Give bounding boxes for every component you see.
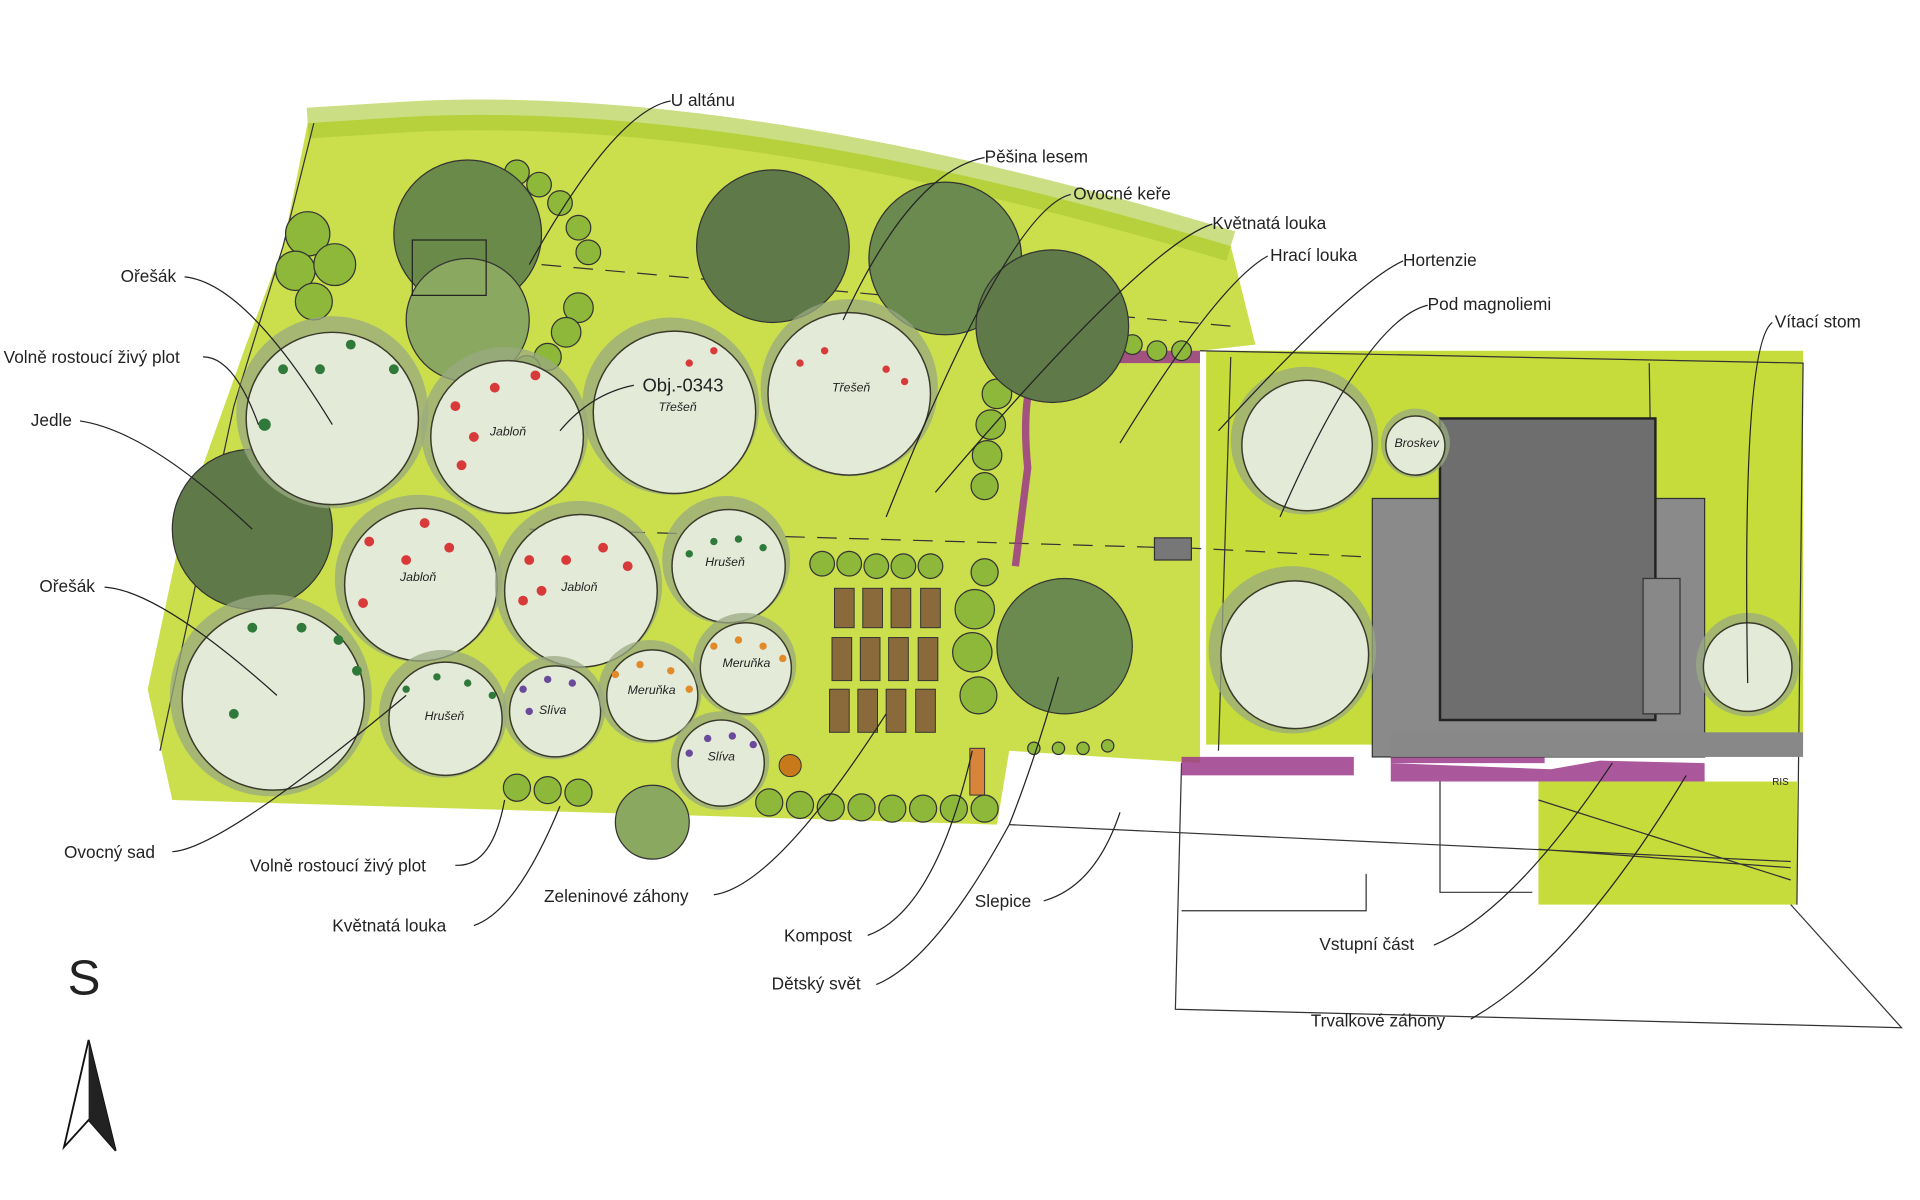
tree-label-jablon: Jabloň	[489, 425, 526, 439]
tree-label-broskev: Broskev	[1394, 436, 1439, 450]
tree-label-jablon: Jabloň	[560, 580, 597, 594]
tree-label-sliva: Slíva	[708, 750, 735, 764]
tree-label-merunka: Meruňka	[628, 683, 676, 697]
label-detsky-svet: Dětský svět	[772, 974, 861, 994]
tree-label-hrusen: Hrušeň	[705, 555, 745, 569]
tree-labels: Jabloň Třešeň Třešeň Jabloň Jabloň Hruše…	[399, 380, 1789, 788]
label-vitaci-strom: Vítací stom	[1775, 311, 1861, 331]
label-kvetnata-louka: Květnatá louka	[1212, 213, 1326, 233]
label-trvalkove-zahony: Trvalkové záhony	[1311, 1010, 1446, 1030]
north-label: S	[68, 950, 101, 1005]
vegetable-beds	[778, 587, 986, 796]
area-labels: U altánu Pěšina lesem Ovocné keře Května…	[4, 90, 1861, 1031]
label-oresak: Ořešák	[121, 266, 177, 286]
label-kompost: Kompost	[784, 926, 852, 946]
label-ovocne-kere: Ovocné keře	[1073, 183, 1171, 203]
label-hraci-louka: Hrací louka	[1270, 245, 1358, 265]
label-u-altanu: U altánu	[671, 90, 735, 110]
label-pesina-lesem: Pěšina lesem	[985, 146, 1088, 166]
tree-label-sliva: Slíva	[539, 703, 566, 717]
tree-label-hrusen: Hrušeň	[425, 709, 465, 723]
north-arrow: S	[62, 950, 117, 1152]
label-kvetnata-louka: Květnatá louka	[332, 916, 446, 936]
ris-label: RIS	[1772, 777, 1789, 788]
label-pod-magnoliemi: Pod magnoliemi	[1428, 294, 1551, 314]
tree-label-merunka: Meruňka	[722, 656, 770, 670]
tree-label-tresen: Třešeň	[832, 380, 870, 394]
label-oresak: Ořešák	[39, 576, 95, 596]
label-vstupni-cast: Vstupní část	[1319, 934, 1414, 954]
tree-label-tresen: Třešeň	[658, 400, 696, 414]
label-zeleninove-zahony: Zeleninové záhony	[544, 886, 689, 906]
label-hortenzie: Hortenzie	[1403, 250, 1477, 270]
leader-lines	[79, 100, 1773, 1020]
fruit-dots	[228, 339, 909, 757]
tree-label-jablon: Jabloň	[399, 570, 436, 584]
label-jedle: Jedle	[31, 410, 72, 430]
label-zivy-plot: Volně rostoucí živý plot	[4, 347, 180, 367]
label-ovocny-sad: Ovocný sad	[64, 842, 155, 862]
label-zivy-plot: Volně rostoucí živý plot	[250, 855, 426, 875]
object-code: Obj.-0343	[642, 374, 723, 395]
house	[1153, 417, 1804, 758]
fruit-trees	[169, 299, 1800, 810]
label-slepice: Slepice	[975, 891, 1031, 911]
